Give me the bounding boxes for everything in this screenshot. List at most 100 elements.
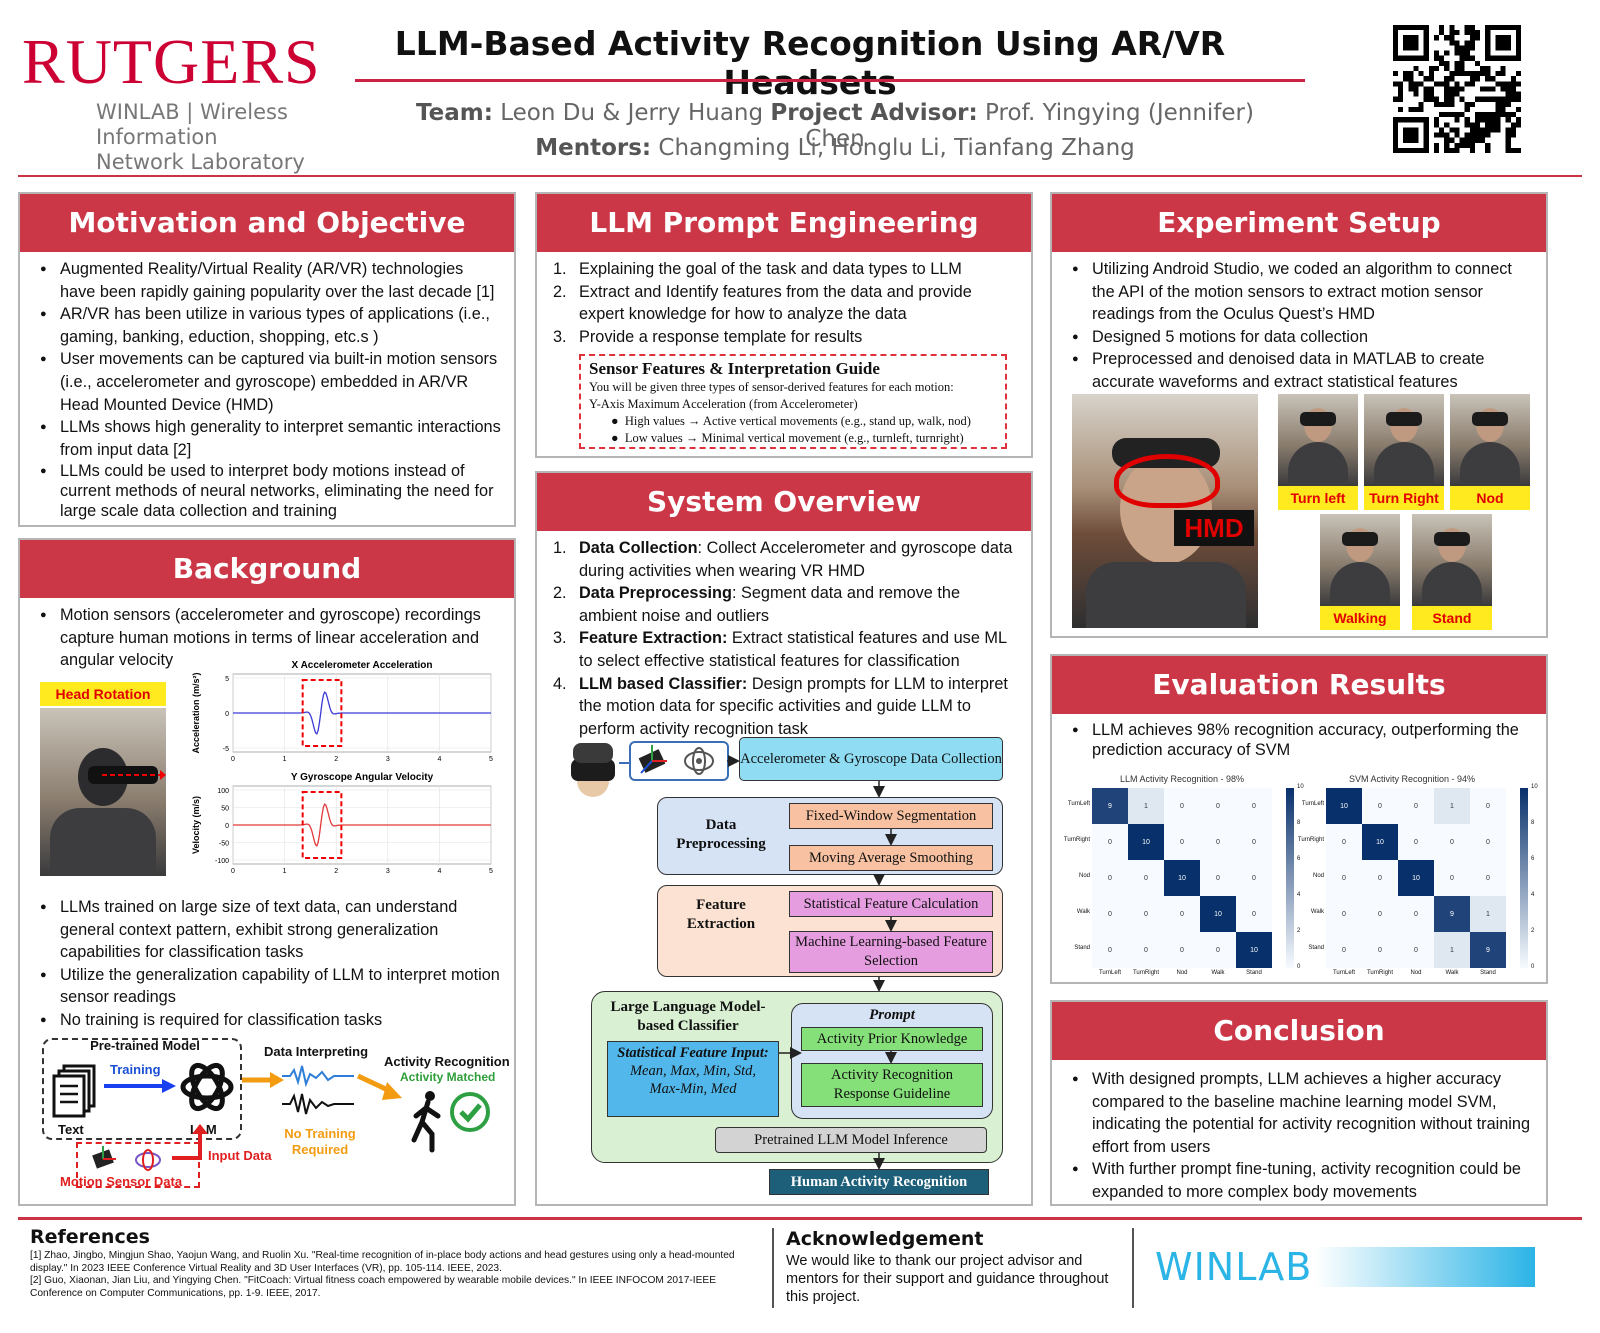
llm-icon bbox=[180, 1063, 234, 1111]
prompt-list: 1.Explaining the goal of the task and da… bbox=[537, 252, 1031, 348]
motion-sensor-data-label: Motion Sensor Data bbox=[60, 1174, 183, 1189]
list-item: 2.Data Preprocessing: Segment data and r… bbox=[553, 584, 961, 625]
list-item: 1.Data Collection: Collect Accelerometer… bbox=[553, 539, 1013, 580]
document-icon bbox=[52, 1064, 96, 1118]
matrix-cell: 0 bbox=[1236, 788, 1272, 824]
motion-sensor-box bbox=[76, 1142, 200, 1188]
colorbar-tick: 8 bbox=[1531, 820, 1535, 826]
guide-item: ● High values → Active vertical movement… bbox=[611, 414, 971, 428]
llm-matrix-title: LLM Activity Recognition - 98% bbox=[1119, 774, 1245, 784]
plot-xtick: 4 bbox=[437, 868, 441, 875]
matrix-col-label: Nod bbox=[1410, 970, 1422, 976]
plot-ylabel: Velocity (m/s) bbox=[191, 796, 201, 854]
matrix-row-label: Stand bbox=[1308, 945, 1324, 951]
colorbar-tick: 2 bbox=[1531, 928, 1535, 934]
system-overview-panel: System Overview 1.Data Collection: Colle… bbox=[535, 471, 1033, 1206]
list-item: With further prompt fine-tuning, activit… bbox=[1072, 1158, 1534, 1203]
plot-ytick: -50 bbox=[219, 841, 229, 848]
signal-line bbox=[233, 691, 491, 735]
plot-xtick: 5 bbox=[489, 868, 493, 875]
footer-divider bbox=[18, 1217, 1582, 1220]
list-item: 2.Extract and Identify features from the… bbox=[553, 282, 972, 324]
matrix-cell: 10 bbox=[1398, 860, 1434, 896]
prompt-engineering-panel: LLM Prompt Engineering 1.Explaining the … bbox=[535, 192, 1033, 458]
matrix-col-label: TurnRight bbox=[1366, 970, 1394, 976]
highlight-box bbox=[301, 791, 343, 859]
matrix-col-label: TurnLeft bbox=[1098, 970, 1122, 976]
motion-photo bbox=[1320, 514, 1400, 606]
ml-selection-box: Machine Learning-based Feature Selection bbox=[789, 931, 993, 973]
plot-xtick: 1 bbox=[283, 868, 287, 875]
inference-box: Pretrained LLM Model Inference bbox=[715, 1127, 987, 1153]
matrix-cell: 1 bbox=[1434, 788, 1470, 824]
motion-label: Turn left bbox=[1278, 486, 1358, 510]
plot-ytick: 100 bbox=[217, 788, 229, 795]
data-interpreting-label: Data Interpreting bbox=[264, 1044, 369, 1059]
motivation-title: Motivation and Objective bbox=[20, 194, 514, 252]
lab-name: WINLAB | Wireless Information Network La… bbox=[96, 100, 305, 174]
list-item: LLMs could be used to interpret body mot… bbox=[40, 461, 502, 521]
motion-photo bbox=[1278, 394, 1358, 486]
matrix-cell: 0 bbox=[1128, 932, 1164, 968]
plot-xtick: 2 bbox=[334, 756, 338, 763]
interpretation-guide: Sensor Features & Interpretation Guide Y… bbox=[579, 354, 1007, 449]
motivation-panel: Motivation and Objective Augmented Reali… bbox=[18, 192, 516, 527]
colorbar-tick: 10 bbox=[1297, 784, 1304, 790]
highlight-box bbox=[301, 679, 343, 747]
motion-photo bbox=[1412, 514, 1492, 606]
motion-label: Nod bbox=[1450, 486, 1530, 510]
background-panel: Background Motion sensors (accelerometer… bbox=[18, 538, 516, 1206]
text-label: Text bbox=[58, 1122, 84, 1137]
vr-headset-icon bbox=[571, 743, 615, 797]
matrix-cell: 0 bbox=[1434, 824, 1470, 860]
matrix-cell: 0 bbox=[1470, 860, 1506, 896]
list-item: 1.Explaining the goal of the task and da… bbox=[553, 260, 962, 278]
plot-xtick: 3 bbox=[386, 868, 390, 875]
plot-xtick: 4 bbox=[437, 756, 441, 763]
matrix-cell: 0 bbox=[1164, 824, 1200, 860]
plot-xtick: 0 bbox=[231, 756, 235, 763]
conclusion-list: With designed prompts, LLM achieves a hi… bbox=[1052, 1060, 1546, 1204]
matrix-col-label: Walk bbox=[1445, 970, 1459, 976]
matrix-cell: 0 bbox=[1398, 896, 1434, 932]
colorbar-tick: 10 bbox=[1531, 784, 1538, 790]
flow-arrows bbox=[619, 755, 897, 1170]
matrix-row-label: TurnRight bbox=[1297, 837, 1324, 843]
training-arrow bbox=[104, 1079, 176, 1093]
motion-label: Stand bbox=[1412, 606, 1492, 630]
plot-xtick: 1 bbox=[283, 756, 287, 763]
activity-matched-label: Activity Matched bbox=[400, 1070, 496, 1084]
input-data-arrow bbox=[172, 1124, 208, 1160]
experiment-panel: Experiment Setup Utilizing Android Studi… bbox=[1050, 192, 1548, 638]
hmd-label: HMD bbox=[1174, 510, 1254, 546]
list-item: LLMs shows high generality to interpret … bbox=[40, 416, 502, 461]
matrix-cell: 0 bbox=[1164, 896, 1200, 932]
winlab-logo: WINLAB bbox=[1155, 1243, 1565, 1291]
matrix-cell: 0 bbox=[1362, 896, 1398, 932]
reference-item: [1] Zhao, Jingbo, Mingjun Shao, Yaojun W… bbox=[30, 1250, 735, 1274]
stat-input-box: Statistical Feature Input: Mean, Max, Mi… bbox=[607, 1041, 779, 1117]
matrix-cell: 0 bbox=[1398, 788, 1434, 824]
guide-line: Y-Axis Maximum Acceleration (from Accele… bbox=[589, 397, 858, 411]
matrix-cell: 0 bbox=[1128, 860, 1164, 896]
acknowledgement-text: We would like to thank our project advis… bbox=[786, 1253, 1109, 1305]
list-item: LLMs trained on large size of text data,… bbox=[40, 896, 502, 964]
head-rotation-photo bbox=[40, 708, 166, 876]
matrix-cell: 0 bbox=[1092, 932, 1128, 968]
qr-code-icon[interactable] bbox=[1393, 25, 1521, 153]
colorbar-tick: 4 bbox=[1531, 892, 1535, 898]
matrix-row-label: Stand bbox=[1074, 945, 1090, 951]
plot-ytick: 50 bbox=[221, 806, 229, 813]
list-item: Designed 5 motions for data collection bbox=[1072, 326, 1534, 349]
background-list-bottom: LLMs trained on large size of text data,… bbox=[20, 890, 514, 1032]
list-item: 3.Provide a response template for result… bbox=[553, 327, 863, 346]
matrix-row-label: TurnRight bbox=[1063, 837, 1090, 843]
stat-calc-box: Statistical Feature Calculation bbox=[789, 891, 993, 917]
colorbar-tick: 6 bbox=[1531, 856, 1535, 862]
matrix-col-label: Nod bbox=[1176, 970, 1188, 976]
matrix-cell: 0 bbox=[1362, 932, 1398, 968]
matrix-col-label: Stand bbox=[1246, 970, 1262, 976]
collection-box: Accelerometer & Gyroscope Data Collectio… bbox=[739, 737, 1003, 781]
conclusion-panel: Conclusion With designed prompts, LLM ac… bbox=[1050, 1000, 1548, 1206]
plot-ytick: 5 bbox=[225, 676, 229, 683]
